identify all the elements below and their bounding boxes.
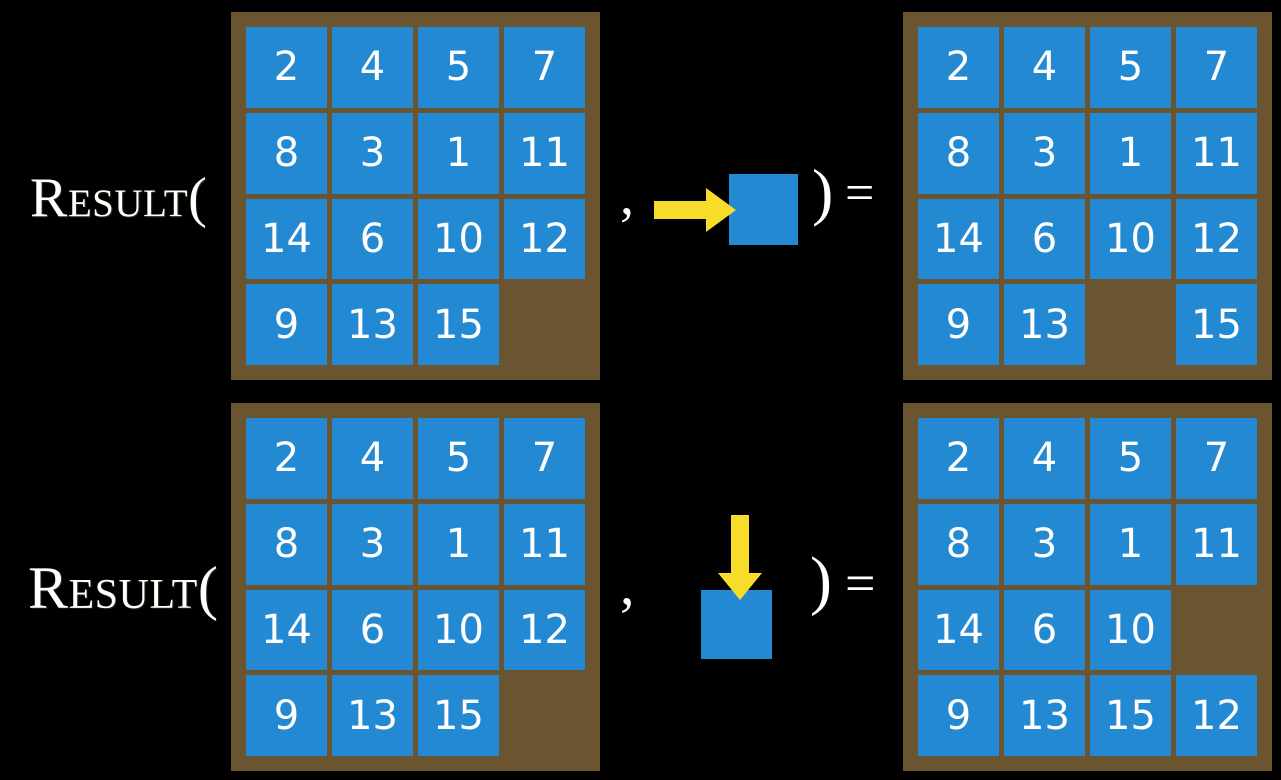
puzzle-tile[interactable]: 14 bbox=[918, 198, 999, 280]
puzzle-blank-cell[interactable] bbox=[504, 284, 585, 365]
puzzle-tile[interactable]: 15 bbox=[418, 284, 499, 365]
puzzle-tile[interactable]: 14 bbox=[246, 198, 327, 280]
puzzle-tile[interactable]: 1 bbox=[418, 503, 499, 585]
puzzle-tile[interactable]: 10 bbox=[1090, 198, 1171, 280]
puzzle-tile[interactable]: 8 bbox=[918, 112, 999, 194]
puzzle-tile[interactable]: 7 bbox=[1176, 27, 1257, 108]
puzzle-tile[interactable]: 6 bbox=[332, 589, 413, 671]
puzzle-tile[interactable]: 9 bbox=[246, 675, 327, 756]
output-puzzle-board-row2: 2 4 5 7 8 3 1 11 14 6 10 9 13 15 12 bbox=[903, 403, 1272, 771]
puzzle-blank-cell[interactable] bbox=[1176, 590, 1257, 671]
puzzle-tile[interactable]: 14 bbox=[918, 589, 999, 671]
input-puzzle-board-row1: 2 4 5 7 8 3 1 11 14 6 10 12 9 13 15 bbox=[231, 12, 600, 380]
puzzle-tile[interactable]: 12 bbox=[504, 198, 585, 280]
equals-sign-row1: = bbox=[845, 165, 875, 222]
puzzle-tile[interactable]: 8 bbox=[246, 503, 327, 585]
puzzle-tile[interactable]: 12 bbox=[1176, 198, 1257, 280]
arrow-right-icon bbox=[654, 188, 736, 232]
puzzle-tile[interactable]: 8 bbox=[246, 112, 327, 194]
puzzle-tile[interactable]: 3 bbox=[332, 112, 413, 194]
puzzle-tile[interactable]: 4 bbox=[332, 27, 413, 108]
puzzle-grid: 2 4 5 7 8 3 1 11 14 6 10 9 13 15 12 bbox=[918, 418, 1257, 756]
puzzle-tile[interactable]: 15 bbox=[418, 675, 499, 756]
puzzle-tile[interactable]: 9 bbox=[918, 675, 999, 756]
puzzle-tile[interactable]: 7 bbox=[1176, 418, 1257, 499]
puzzle-tile[interactable]: 4 bbox=[1004, 27, 1085, 108]
puzzle-tile[interactable]: 1 bbox=[1090, 112, 1171, 194]
puzzle-grid: 2 4 5 7 8 3 1 11 14 6 10 12 9 13 15 bbox=[246, 27, 585, 365]
puzzle-tile[interactable]: 2 bbox=[918, 418, 999, 499]
puzzle-tile[interactable]: 5 bbox=[1090, 27, 1171, 108]
puzzle-tile[interactable]: 15 bbox=[1090, 675, 1171, 756]
puzzle-tile[interactable]: 13 bbox=[332, 284, 413, 365]
puzzle-grid: 2 4 5 7 8 3 1 11 14 6 10 12 9 13 15 bbox=[918, 27, 1257, 365]
puzzle-tile[interactable]: 4 bbox=[1004, 418, 1085, 499]
puzzle-tile[interactable]: 5 bbox=[1090, 418, 1171, 499]
output-puzzle-board-row1: 2 4 5 7 8 3 1 11 14 6 10 12 9 13 15 bbox=[903, 12, 1272, 380]
puzzle-tile[interactable]: 11 bbox=[504, 112, 585, 194]
close-paren-row1: ) bbox=[812, 156, 834, 227]
puzzle-tile[interactable]: 1 bbox=[1090, 503, 1171, 585]
puzzle-tile[interactable]: 13 bbox=[1004, 284, 1085, 365]
puzzle-tile[interactable]: 12 bbox=[1176, 675, 1257, 756]
puzzle-tile[interactable]: 5 bbox=[418, 27, 499, 108]
blank-tile-icon bbox=[729, 174, 798, 245]
puzzle-tile[interactable]: 14 bbox=[246, 589, 327, 671]
puzzle-tile[interactable]: 9 bbox=[246, 284, 327, 365]
close-paren-row2: ) bbox=[810, 544, 832, 617]
puzzle-tile[interactable]: 10 bbox=[418, 198, 499, 280]
puzzle-grid: 2 4 5 7 8 3 1 11 14 6 10 12 9 13 15 bbox=[246, 418, 585, 756]
puzzle-tile[interactable]: 6 bbox=[1004, 589, 1085, 671]
argument-separator-comma-row1: , bbox=[620, 165, 634, 227]
puzzle-blank-cell[interactable] bbox=[504, 675, 585, 756]
equals-sign-row2: = bbox=[845, 553, 876, 613]
puzzle-tile[interactable]: 2 bbox=[246, 418, 327, 499]
input-puzzle-board-row2: 2 4 5 7 8 3 1 11 14 6 10 12 9 13 15 bbox=[231, 403, 600, 771]
arrow-down-icon bbox=[718, 515, 762, 600]
result-function-label-row2: Result( bbox=[28, 555, 219, 621]
puzzle-tile[interactable]: 4 bbox=[332, 418, 413, 499]
puzzle-tile[interactable]: 3 bbox=[332, 503, 413, 585]
puzzle-tile[interactable]: 2 bbox=[918, 27, 999, 108]
result-function-label-row1: Result( bbox=[30, 167, 208, 229]
puzzle-tile[interactable]: 6 bbox=[1004, 198, 1085, 280]
puzzle-tile[interactable]: 11 bbox=[1176, 503, 1257, 585]
puzzle-tile[interactable]: 12 bbox=[504, 589, 585, 671]
puzzle-tile[interactable]: 8 bbox=[918, 503, 999, 585]
puzzle-tile[interactable]: 7 bbox=[504, 418, 585, 499]
puzzle-tile[interactable]: 11 bbox=[1176, 112, 1257, 194]
puzzle-tile[interactable]: 1 bbox=[418, 112, 499, 194]
puzzle-tile[interactable]: 13 bbox=[332, 675, 413, 756]
puzzle-tile[interactable]: 7 bbox=[504, 27, 585, 108]
puzzle-tile[interactable]: 11 bbox=[504, 503, 585, 585]
puzzle-tile[interactable]: 2 bbox=[246, 27, 327, 108]
puzzle-tile[interactable]: 5 bbox=[418, 418, 499, 499]
blank-tile-icon bbox=[701, 590, 772, 659]
puzzle-tile[interactable]: 13 bbox=[1004, 675, 1085, 756]
puzzle-tile[interactable]: 15 bbox=[1176, 284, 1257, 365]
puzzle-tile[interactable]: 6 bbox=[332, 198, 413, 280]
puzzle-tile[interactable]: 9 bbox=[918, 284, 999, 365]
puzzle-tile[interactable]: 10 bbox=[418, 589, 499, 671]
puzzle-tile[interactable]: 3 bbox=[1004, 503, 1085, 585]
argument-separator-comma-row2: , bbox=[620, 552, 635, 617]
puzzle-blank-cell[interactable] bbox=[1090, 284, 1171, 365]
puzzle-tile[interactable]: 3 bbox=[1004, 112, 1085, 194]
puzzle-tile[interactable]: 10 bbox=[1090, 589, 1171, 671]
